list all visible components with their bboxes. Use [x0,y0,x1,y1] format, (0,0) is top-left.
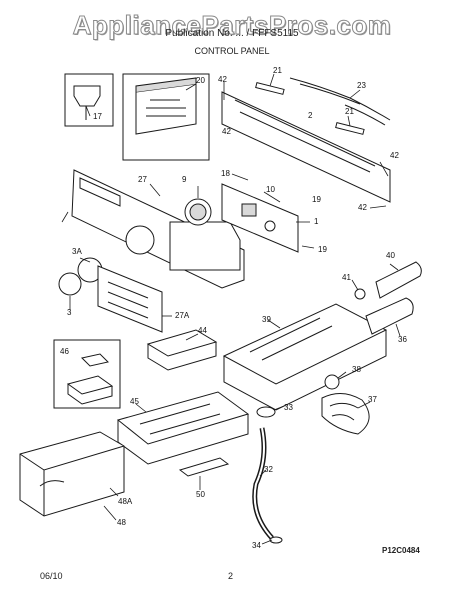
callout-42-b: 42 [222,127,231,136]
callout-50: 50 [196,490,205,499]
callout-10: 10 [266,185,275,194]
part-3-knob [59,273,81,295]
callout-23: 23 [357,81,366,90]
callout-39: 39 [262,315,271,324]
footer-date: 06/10 [40,571,63,581]
callout-17: 17 [93,112,102,121]
callout-34: 34 [252,541,261,550]
callout-21-right: 21 [345,107,354,116]
part-36-valve [366,298,413,334]
callout-38: 38 [352,365,361,374]
part-23-harness [290,78,390,120]
callout-42-a: 42 [218,75,227,84]
part-17-sensor [74,86,100,106]
callout-41: 41 [342,273,351,282]
callout-48: 48 [117,518,126,527]
callout-18: 18 [221,169,230,178]
callout-3a: 3A [72,247,82,256]
callout-2: 2 [308,111,313,120]
part-21-strip-b [336,123,364,135]
callout-33: 33 [284,403,293,412]
callout-19-b: 19 [318,245,327,254]
callout-37: 37 [368,395,377,404]
callout-27a: 27A [175,311,190,320]
part-40-hose [376,262,421,298]
callout-19-a: 19 [312,195,321,204]
part-37-bellows [322,393,369,434]
part-39-housing [224,304,386,384]
part-38-ring [325,375,339,389]
callout-21-top: 21 [273,66,282,75]
part-21-strip-a [256,83,284,95]
part-1-control-board [222,184,298,252]
callout-36: 36 [398,335,407,344]
callout-48a: 48A [118,497,133,506]
callout-3: 3 [67,308,72,317]
part-27a-panel [98,266,162,332]
callout-27: 27 [138,175,147,184]
callout-20: 20 [196,76,205,85]
callout-42-c: 42 [390,151,399,160]
part-50-slide [180,458,228,476]
watermark: AppliancePartsPros.com [72,10,392,41]
callout-9: 9 [182,175,187,184]
section-title: CONTROL PANEL [194,46,270,56]
callout-42-d: 42 [358,203,367,212]
publication-line: Publication No. ... / FFFS5115 [165,28,299,39]
part-34-clamp [270,537,282,543]
footer-drawing-code: P12C0484 [382,546,420,555]
part-2-rear-panel [222,92,390,202]
callout-32: 32 [264,465,273,474]
callout-1: 1 [314,217,319,226]
callout-45: 45 [130,397,139,406]
part-41-ring [355,289,365,299]
part-48-drawer [20,432,124,516]
callout-40: 40 [386,251,395,260]
footer-page: 2 [228,571,234,581]
part-33-clamp [257,407,275,417]
callout-44: 44 [198,326,207,335]
callout-46: 46 [60,347,69,356]
